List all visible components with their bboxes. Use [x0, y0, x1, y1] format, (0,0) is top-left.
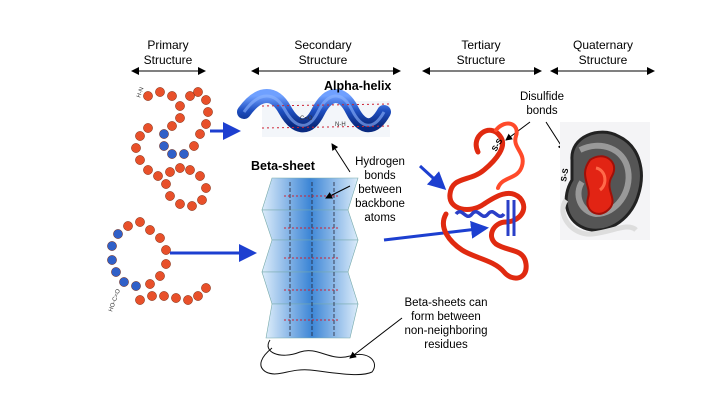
amino-acid-bead: [161, 259, 171, 269]
amino-acid-bead: [135, 131, 145, 141]
hbond-pointer-helix: [331, 143, 351, 173]
primary-chain: [107, 87, 213, 305]
amino-acid-bead: [201, 283, 211, 293]
amino-acid-bead: [155, 87, 165, 97]
quaternary-structure: [560, 122, 650, 240]
amino-acid-bead: [143, 165, 153, 175]
amino-acid-bead: [185, 165, 195, 175]
arrow-sheet-to-tertiary: [383, 220, 489, 242]
alpha-helix-ribbon: C=O N-H: [237, 89, 391, 137]
amino-acid-bead: [143, 123, 153, 133]
amino-acid-bead: [185, 91, 195, 101]
amino-acid-bead: [131, 143, 141, 153]
amino-acid-bead: [175, 113, 185, 123]
svg-text:C=O: C=O: [300, 116, 313, 122]
beta-sheet-ribbon: [260, 177, 375, 376]
amino-acid-bead: [195, 129, 205, 139]
amino-acid-bead: [203, 107, 213, 117]
c-terminus-label: HO-C=O: [108, 288, 122, 312]
amino-acid-bead: [171, 293, 181, 303]
beta-note-pointer: [349, 317, 403, 359]
tertiary-structure: [440, 121, 529, 281]
amino-acid-bead: [165, 191, 175, 201]
amino-acid-bead: [193, 87, 203, 97]
amino-acid-bead: [145, 225, 155, 235]
amino-acid-bead: [147, 291, 157, 301]
amino-acid-bead: [153, 171, 163, 181]
amino-acid-bead: [111, 267, 121, 277]
amino-acid-bead: [183, 295, 193, 305]
beta-sheet-label: Beta-sheet: [251, 159, 315, 173]
svg-text:N-H: N-H: [335, 122, 346, 128]
amino-acid-bead: [135, 295, 145, 305]
amino-acid-bead: [143, 91, 153, 101]
hydrogen-bonds-note: Hydrogen bonds between backbone atoms: [355, 156, 405, 224]
amino-acid-bead: [123, 221, 133, 231]
amino-acid-bead: [161, 245, 171, 255]
amino-acid-bead: [159, 129, 169, 139]
amino-acid-bead: [189, 141, 199, 151]
amino-acid-bead: [201, 95, 211, 105]
amino-acid-bead: [187, 201, 197, 211]
amino-acid-bead: [107, 241, 117, 251]
amino-acid-bead: [201, 119, 211, 129]
amino-acid-bead: [175, 163, 185, 173]
amino-acid-bead: [197, 195, 207, 205]
amino-acid-bead: [135, 155, 145, 165]
beta-sheets-note: Beta-sheets can form between non-neighbo…: [404, 297, 488, 351]
arrow-helix-to-tertiary: [418, 164, 447, 191]
amino-acid-bead: [159, 141, 169, 151]
amino-acid-bead: [195, 171, 205, 181]
amino-acid-bead: [167, 91, 177, 101]
alpha-helix-label: Alpha-helix: [324, 79, 392, 93]
amino-acid-bead: [193, 291, 203, 301]
amino-acid-bead: [131, 281, 141, 291]
disulfide-bonds-note: Disulfide bonds: [519, 91, 565, 117]
amino-acid-bead: [145, 279, 155, 289]
amino-acid-bead: [155, 271, 165, 281]
amino-acid-bead: [201, 183, 211, 193]
amino-acid-bead: [175, 101, 185, 111]
ss-label-quaternary: S-S: [559, 167, 570, 182]
amino-acid-bead: [155, 233, 165, 243]
hbond-pointer-sheet: [325, 185, 351, 199]
amino-acid-bead: [167, 121, 177, 131]
amino-acid-bead: [119, 277, 129, 287]
n-terminus-label: H-N: [136, 87, 145, 99]
amino-acid-bead: [107, 255, 117, 265]
amino-acid-bead: [165, 167, 175, 177]
amino-acid-bead: [159, 291, 169, 301]
amino-acid-bead: [175, 199, 185, 209]
amino-acid-bead: [113, 229, 123, 239]
amino-acid-bead: [167, 149, 177, 159]
amino-acid-bead: [135, 217, 145, 227]
amino-acid-bead: [179, 149, 189, 159]
amino-acid-bead: [161, 179, 171, 189]
